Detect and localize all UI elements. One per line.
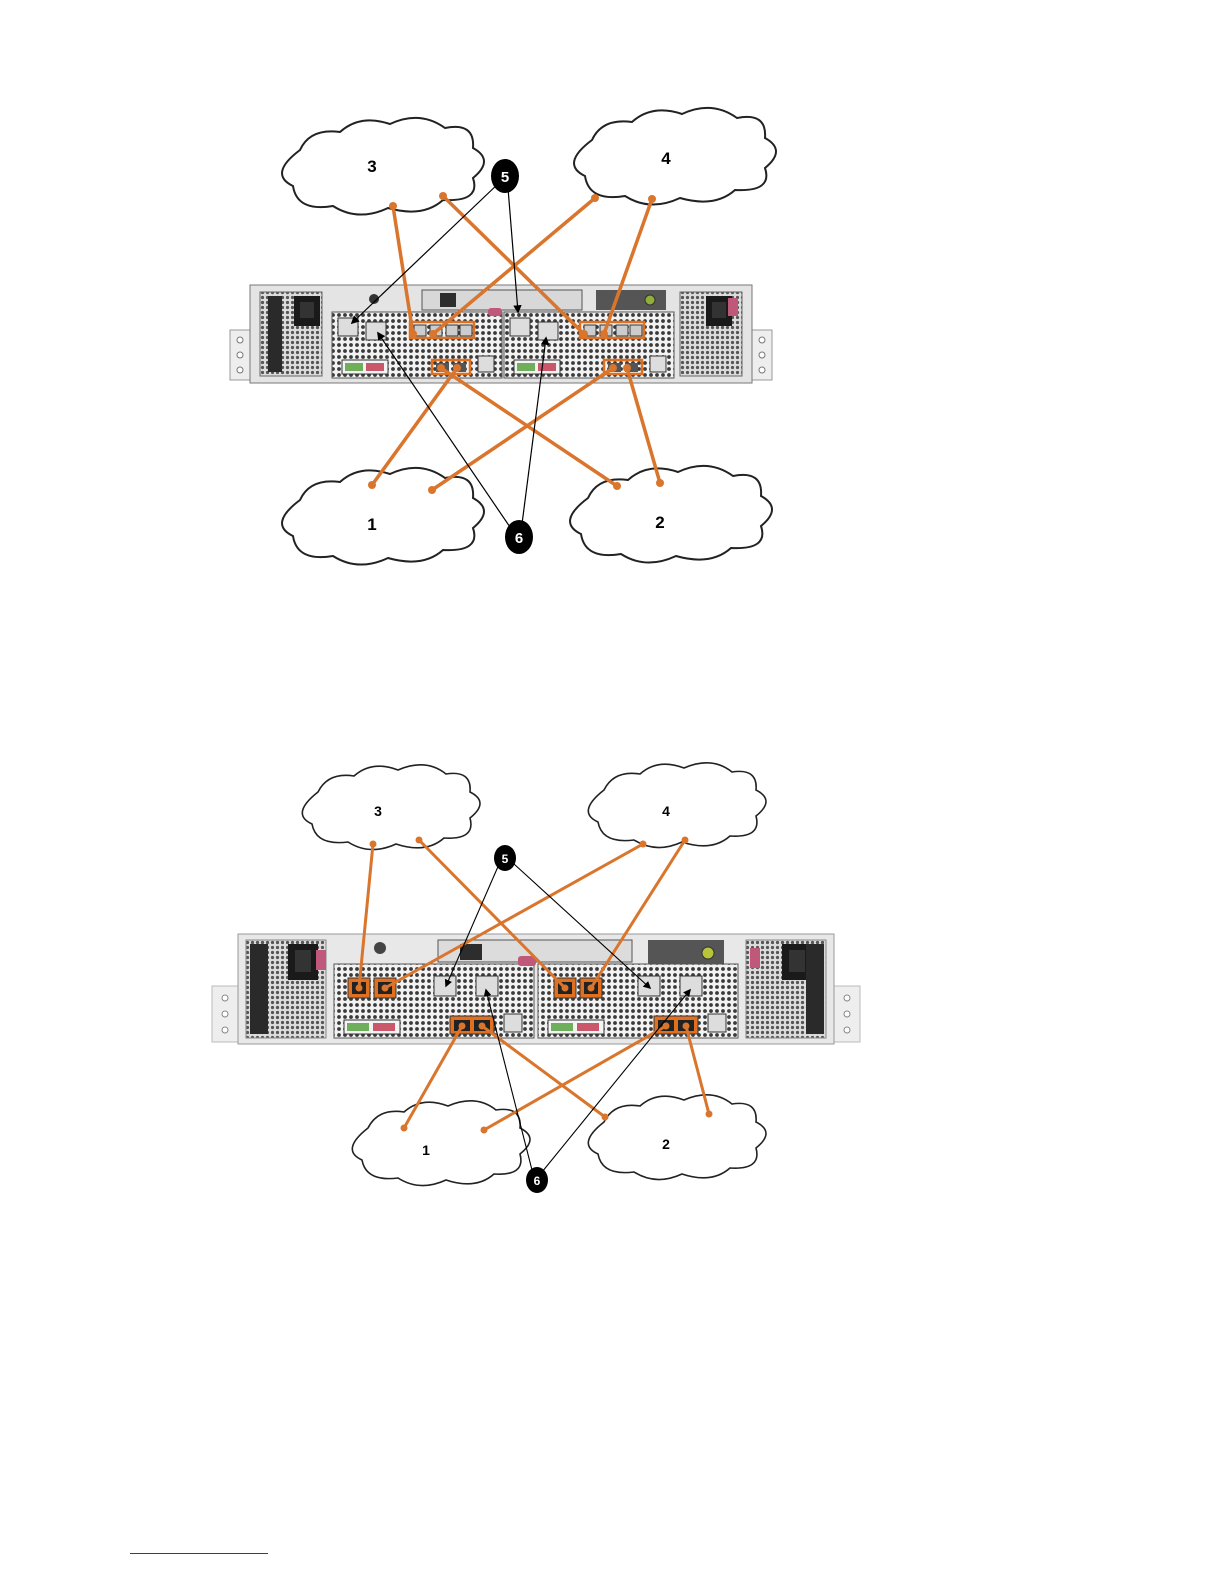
serial-port-icon (538, 322, 558, 340)
storage-chassis-top (230, 285, 772, 383)
cloud-4-top (574, 108, 776, 205)
callout-label: 5 (502, 852, 509, 866)
cloud-1-bottom (352, 1101, 530, 1186)
cloud-label: 3 (374, 803, 382, 819)
mgmt-port-icon (510, 318, 530, 336)
cloud-4-bottom (588, 763, 766, 848)
serial-port-icon (680, 976, 702, 996)
controller-1-top (332, 312, 502, 378)
mgmt-port-icon (638, 976, 660, 996)
storage-chassis-bottom (212, 934, 860, 1044)
cloud-2-bottom (588, 1095, 766, 1180)
cloud-1-top (282, 468, 484, 565)
cloud-2-top (570, 466, 772, 563)
mgmt-port-icon (434, 976, 456, 996)
callout-6-bottom: 6 (526, 1167, 548, 1193)
power-supply-left (246, 940, 326, 1038)
cloud-label: 1 (367, 515, 376, 534)
cloud-3-bottom (302, 765, 480, 850)
controller-2-top (504, 312, 674, 378)
figure-top: 3 4 1 2 (230, 108, 776, 565)
power-supply-right (680, 292, 742, 376)
cloud-label: 2 (662, 1136, 670, 1152)
cloud-label: 1 (422, 1142, 430, 1158)
callout-5-top: 5 (491, 159, 519, 193)
callout-label: 6 (534, 1174, 541, 1188)
cloud-label: 4 (662, 803, 670, 819)
callout-5-bottom: 5 (494, 845, 516, 871)
power-supply-left (260, 292, 322, 376)
serial-port-icon (366, 322, 386, 340)
cloud-3-top (282, 118, 484, 215)
controller-1-bottom (334, 964, 534, 1038)
cloud-label: 4 (661, 149, 671, 168)
callout-6-top: 6 (505, 520, 533, 554)
cloud-label: 2 (655, 513, 664, 532)
footer-link-underline[interactable] (130, 1553, 268, 1554)
callout-label: 6 (515, 530, 523, 547)
screw-icon (374, 942, 386, 954)
figure-bottom: 3 4 1 2 (212, 763, 860, 1193)
cloud-label: 3 (367, 157, 376, 176)
callout-label: 5 (501, 169, 509, 186)
power-supply-right (746, 940, 826, 1038)
controller-2-bottom (538, 964, 738, 1038)
